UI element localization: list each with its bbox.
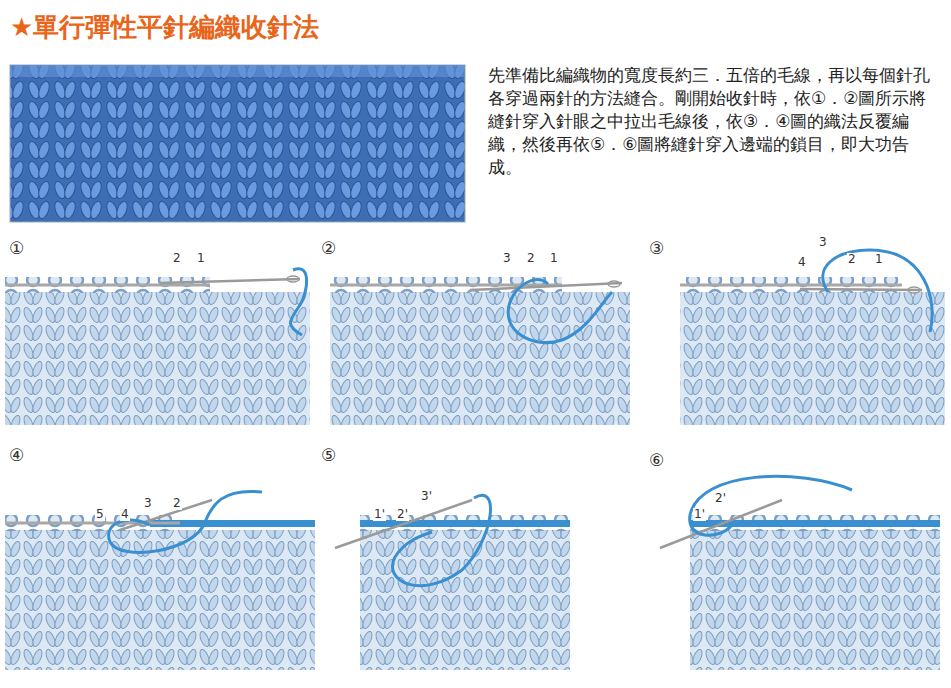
stitch-number: 1 (874, 253, 884, 266)
stitch-number: 2' (714, 492, 727, 505)
step-number: ② (320, 238, 337, 258)
stitch-number: 2 (172, 497, 182, 510)
stitch-number: 1 (549, 252, 559, 265)
stitch-number: 1 (196, 252, 206, 265)
step-number: ① (8, 238, 25, 258)
step-number: ④ (8, 445, 25, 465)
instruction-text: 先準備比編織物的寬度長約三．五倍的毛線，再以每個針孔各穿過兩針的方法縫合。剛開始… (488, 64, 943, 179)
stitch-number: 1' (373, 508, 386, 521)
stitch-number: 4 (797, 256, 807, 269)
step-number: ⑥ (648, 450, 665, 470)
stitch-number: 1' (693, 508, 706, 521)
stitch-number: 3 (143, 497, 153, 510)
step-number: ⑤ (320, 445, 337, 465)
stitch-number: 3 (502, 252, 512, 265)
stitch-number: 3 (818, 236, 828, 249)
step-number: ③ (648, 238, 665, 258)
stitch-number: 5 (95, 508, 105, 521)
stitch-number: 2 (172, 252, 182, 265)
stitch-number: 2 (526, 252, 536, 265)
stitch-number: 2' (396, 508, 409, 521)
diagram-title: ★單行彈性平針編織收針法 (10, 10, 319, 45)
stitch-number: 2 (847, 253, 857, 266)
stitch-number: 4 (120, 508, 130, 521)
stitch-number: 3' (420, 490, 433, 503)
